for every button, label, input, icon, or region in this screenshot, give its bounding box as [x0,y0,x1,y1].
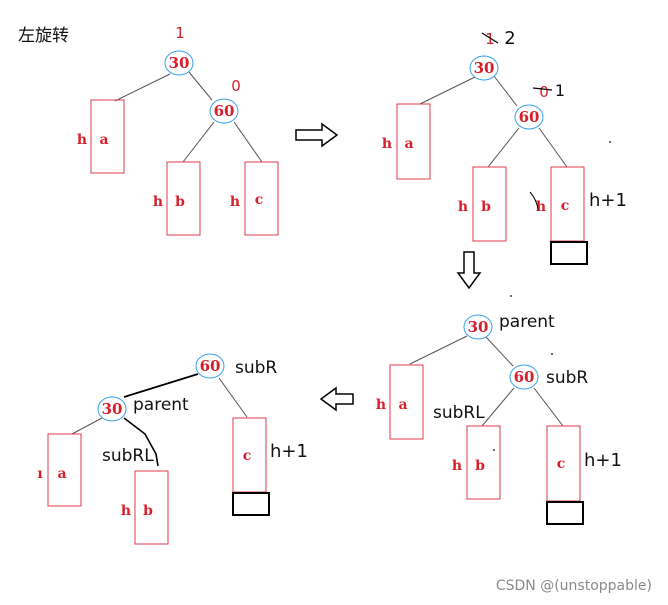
subtree-a [396,103,431,180]
new-node-box [232,492,270,516]
node-60-label: 60 [519,108,540,126]
node-60 [209,98,239,124]
subtree-b-label: b [175,194,185,210]
bf-30: 1 [175,24,185,42]
subtree-a-label: a [57,466,66,482]
subtree-b [466,425,501,500]
label-subR: subR [546,368,588,388]
subtree-b-height: h [121,503,131,519]
subtree-c-height: h [230,194,240,210]
node-60 [195,353,225,379]
bf-60: 0 [231,77,241,95]
stray-dot [609,141,611,143]
subtree-a-label: a [404,136,413,152]
node-60-label: 60 [214,102,235,120]
subtree-c-new-height: h+1 [589,190,627,211]
subtree-c-new-height: h+1 [270,441,308,462]
subtree-b [134,470,169,545]
subtree-a [47,433,82,507]
panel-labeled-tree: 30 parent 60 subR h a subRL h b c h+1 [376,295,622,525]
node-30 [463,314,493,340]
new-node-box [550,241,588,265]
edge-30-60 [485,336,514,367]
strike-bf-30 [481,32,499,44]
handwritten-mark [529,191,539,211]
subtree-b-label: b [143,503,153,519]
edge-60-c [533,387,564,427]
edge-30-a [71,417,103,435]
subtree-a-label: a [99,132,108,148]
node-30-label: 30 [102,400,123,418]
bf-60-new: 1 [555,81,565,100]
node-30-label: 30 [169,54,190,72]
panel-insert-tree: 30 60 1 2 0 1 h a h b h c h+1 [382,28,627,265]
diagram-title: 左旋转 [18,26,69,46]
subtree-c-label: c [561,198,570,214]
edge-30-b [123,417,159,467]
edge-60-c [233,121,263,163]
subtree-a-height: ı [37,466,42,482]
watermark: CSDN @(unstoppable) [496,578,652,594]
label-subR: subR [235,358,277,378]
edge-60-b [182,121,215,163]
subtree-c-new-height: h+1 [584,450,622,471]
node-30-label: 30 [468,318,489,336]
edge-60-b [481,387,515,427]
subtree-b-height: h [452,458,462,474]
panel-rotated-tree: 60 subR 30 parent ı a subRL h b c h+1 [37,353,308,545]
label-parent: parent [499,312,555,332]
bf-60-old: 0 [539,83,549,101]
strike-bf-60 [532,87,553,91]
node-30 [469,55,499,81]
subtree-a-height: h [77,132,87,148]
arrow-left-icon [319,386,354,412]
subtree-b-label: b [475,458,485,474]
label-subRL: subRL [433,403,485,423]
subtree-a [389,364,424,440]
new-node-box [546,501,584,525]
edge-30-a [409,335,468,365]
bf-30-new: 2 [504,28,515,49]
arrow-down-icon [456,251,482,290]
subtree-b-height: h [458,199,468,215]
subtree-a [90,99,125,174]
subtree-c-label: c [243,448,252,464]
node-30 [164,50,194,76]
edge-60-c [218,377,248,418]
subtree-c-height: h [536,199,546,215]
edge-30-a [114,73,171,102]
subtree-a-height: h [376,397,386,413]
edge-30-60 [188,71,213,101]
subtree-b [166,161,201,236]
node-60-label: 60 [514,368,535,386]
subtree-a-height: h [382,136,392,152]
subtree-c [244,161,279,236]
edge-30-a [419,76,476,105]
edge-60-30 [123,373,199,398]
subtree-b-label: b [481,199,491,215]
node-30 [97,396,127,422]
panel-initial-tree: 30 60 1 0 h a h b h c [77,24,279,236]
node-30-label: 30 [474,59,495,77]
arrow-right-icon [295,122,339,148]
node-60 [509,364,539,390]
edge-60-b [487,127,520,168]
label-subRL: subRL [102,446,154,466]
subtree-c-label: c [557,456,566,472]
stray-dot [510,295,512,297]
subtree-a-label: a [398,397,407,413]
node-60-label: 60 [200,357,221,375]
stray-dot [551,353,553,355]
label-parent: parent [133,395,189,415]
edge-30-60 [493,75,518,107]
stray-dot [493,449,495,451]
subtree-c-label: c [255,192,264,208]
bf-30-old: 1 [485,30,495,48]
edge-60-c [538,127,568,168]
subtree-b [472,166,507,242]
node-60 [514,104,544,130]
subtree-b-height: h [153,194,163,210]
